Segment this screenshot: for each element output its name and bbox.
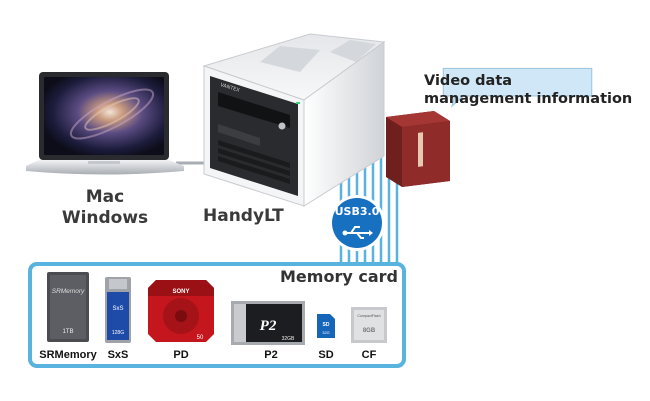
p2-capacity: 32GB [282,336,295,342]
lto-tape-illustration [386,111,450,187]
card-label-p2: P2 [264,349,278,361]
card-label-pd: PD [173,349,189,361]
memory-card-title: Memory card [280,267,398,286]
callout-line1: Video data [424,73,513,89]
cf-card-illustration: CompactFlash 8GB [351,307,387,343]
callout-text: Video data management information [424,72,632,108]
pd-disc-illustration: SONY 50 [148,280,214,342]
computer-label-mac: Mac [85,187,125,207]
usb-badge [329,195,385,251]
computer-label-windows: Windows [61,208,149,228]
card-label-sxs: SxS [107,349,129,361]
card-label-sd: SD [318,349,334,361]
card-label-srmemory: SRMemory [39,349,97,361]
usb-icon [345,226,369,239]
device-label: HandyLT [203,206,284,226]
callout-line2: management information [424,91,633,107]
cf-capacity: 8GB [363,328,376,334]
pd-capacity: 50 [197,335,204,341]
memory-card-panel [28,262,406,368]
handylt-device-illustration: VANTEX [202,33,386,207]
sd-card-illustration: SD 32G [317,314,335,338]
svg-text:VANTEX: VANTEX [219,82,240,94]
sd-capacity: 32G [322,330,330,335]
sxs-face-text: SxS [112,306,123,312]
usb-badge-text: USB3.0 [334,205,380,218]
callout-bubble [442,67,593,108]
cf-face-text: CompactFlash [357,314,380,318]
laptop-illustration [26,72,184,175]
p2-face-text: P2 [260,318,277,334]
card-label-cf: CF [361,349,377,361]
pd-face-text: SONY [172,289,189,295]
computer-label: Mac Windows [60,187,150,229]
srmemory-card-illustration: SRMemory 1TB [47,272,89,342]
sxs-card-illustration: SxS 128G [105,277,131,343]
sd-face-text: SD [323,322,330,328]
p2-card-illustration: P2 32GB [231,301,305,345]
sxs-capacity: 128G [112,330,124,336]
srmemory-capacity: 1TB [62,329,73,335]
srmemory-face-text: SRMemory [52,288,85,295]
